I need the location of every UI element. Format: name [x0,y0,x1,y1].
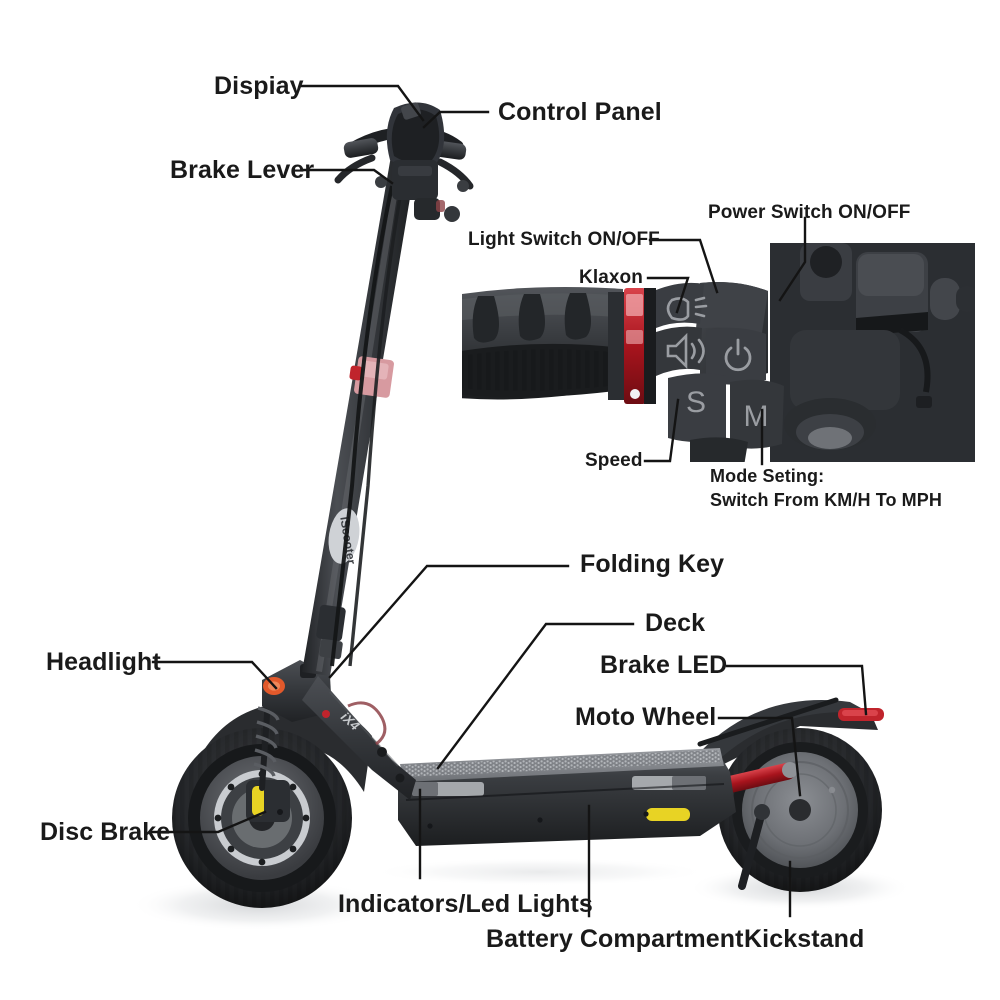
power-button [706,327,766,385]
kickstand [738,808,766,890]
label-brake-lever: Brake Lever [170,156,315,184]
frame-cable [347,701,387,746]
rear-wheel-assembly [697,697,884,892]
suspension-spring-coils [253,706,280,777]
leader-folding-key [328,564,570,679]
leader-control-panel [422,110,490,129]
label-light-switch: Light Switch ON/OFF [468,229,660,250]
folding-frame-arm [302,676,416,800]
stem-assembly: iScooter [302,150,418,676]
label-kickstand: Kickstand [744,925,865,953]
inset-handgrip [462,287,624,400]
label-folding-key: Folding Key [580,550,725,578]
label-mode-setting: Mode Seting: Switch From KM/H To MPH [710,466,942,511]
control-panel [414,198,440,220]
handlebar-assembly [334,102,474,222]
horn-icon [666,332,705,370]
leader-deck [436,622,635,770]
deck-shadow [370,858,710,886]
brake-cable-right [348,185,404,667]
leader-power-switch [778,216,807,302]
brand-badge [328,508,360,564]
label-speed: Speed [585,450,643,471]
label-klaxon: Klaxon [579,267,643,288]
mode-button-m [730,379,784,449]
frame-accent-dot [322,710,330,718]
label-mode-setting-line2: Switch From KM/H To MPH [710,490,942,511]
inset-throttle-collar [624,288,646,404]
display-visor [401,102,421,120]
speed-button-label: S [686,386,706,419]
brake-lever [334,154,376,184]
control-panel-closeup-inset: S M [462,243,975,462]
inset-control-pad: S M [656,282,784,462]
label-deck: Deck [645,609,706,637]
speed-button-s [668,373,726,442]
stem-knob [444,206,460,222]
leader-klaxon [646,276,690,314]
leader-light-switch [648,238,719,294]
brake-cable-left [330,185,394,667]
label-display: Dispiay [214,72,304,100]
deck-reflector [646,808,690,821]
brake-caliper [246,780,290,822]
label-disc-brake: Disc Brake [40,818,171,846]
power-icon [724,338,752,372]
leader-headlight [151,660,278,690]
front-wheel-assembly: iX4 [172,660,416,908]
label-power-switch: Power Switch ON/OFF [708,202,911,223]
deck-side-led-front-grille [412,782,438,796]
leader-brake-lever [300,168,394,185]
leader-display [298,84,425,122]
leader-speed [643,398,680,463]
leader-moto-wheel [717,716,802,797]
grip-left [343,138,379,158]
rear-fender-stay [697,697,839,747]
label-mode-setting-line1: Mode Seting: [710,466,825,486]
label-headlight: Headlight [46,648,161,676]
deck-assembly [398,748,736,846]
leader-disc-brake [150,810,267,834]
deck-griptape [404,750,721,777]
mode-button-label: M [744,400,769,433]
display-unit [386,102,445,169]
rear-brake-light-gloss [842,710,878,716]
label-battery-compartment: Battery Compartment [486,925,744,953]
rear-axle [789,799,811,821]
label-control-panel: Control Panel [498,98,662,126]
label-brake-led: Brake LED [600,651,728,679]
label-moto-wheel: Moto Wheel [575,703,717,731]
leader-brake-led [725,664,868,716]
horn-button [656,326,702,376]
front-suspension [259,697,271,791]
label-indicators: Indicators/Led Lights [338,890,593,918]
rear-fender [705,706,878,770]
